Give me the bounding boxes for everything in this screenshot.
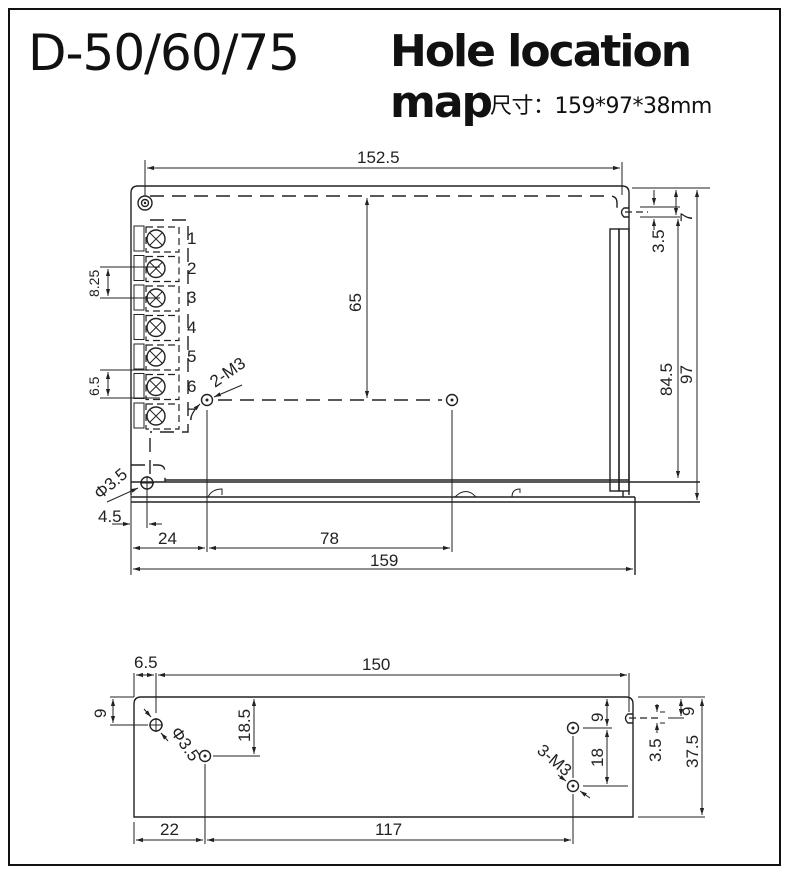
side-screw-label: 3-M3 [533,741,575,780]
side-dim-9-slot: 9 [679,707,698,716]
screw-label: 2-M3 [206,353,249,391]
side-dim-117: 117 [375,820,402,839]
terminal-label: 2 [187,259,196,278]
dim-78: 78 [320,529,339,548]
side-dim-3-5: 3.5 [646,738,665,762]
side-view: Φ3.5 3-M3 6.5 150 9 18.5 9 18 [91,653,705,844]
terminal-label: 5 [187,347,196,366]
dim-84-5: 84.5 [657,363,676,396]
terminal-label: 1 [187,229,196,248]
terminal-block: 1 2 3 4 5 6 7 [133,225,196,430]
dim-4-5: 4.5 [98,507,122,526]
terminal-label: 4 [187,318,196,337]
dim-7: 7 [677,213,696,222]
dim-152-5: 152.5 [357,148,400,167]
model-number: D-50/60/75 [28,24,300,82]
dim-8-25: 8.25 [86,270,102,297]
side-dim-37-5: 37.5 [683,735,702,768]
side-dim-22: 22 [160,820,179,839]
side-hole-dia-label: Φ3.5 [167,723,204,764]
page-title: Hole location map [390,26,692,128]
terminal-label: 7 [187,405,196,424]
top-view-outline [130,185,630,495]
drawing-frame [8,8,781,866]
side-dim-18: 18 [588,748,607,767]
dim-65: 65 [346,293,365,312]
side-dim-18-5: 18.5 [235,709,254,742]
side-view-outline [133,696,634,818]
top-view: 1 2 3 4 5 6 7 2-M3 Φ3.5 152.5 [86,148,710,575]
hole-dia-label: Φ3.5 [90,465,131,503]
dim-24: 24 [158,529,177,548]
dim-159: 159 [370,551,398,570]
terminal-label: 3 [187,288,196,307]
size-label: 尺寸：159*97*38mm [490,94,712,119]
dim-6-5: 6.5 [86,376,102,396]
side-dim-9-left: 9 [91,709,110,718]
dim-97: 97 [677,365,696,384]
side-dim-9-right: 9 [588,713,607,722]
side-dim-6-5: 6.5 [134,653,158,672]
terminal-label: 6 [187,377,196,396]
dim-3-5: 3.5 [649,229,668,253]
side-dim-150: 150 [362,655,390,674]
